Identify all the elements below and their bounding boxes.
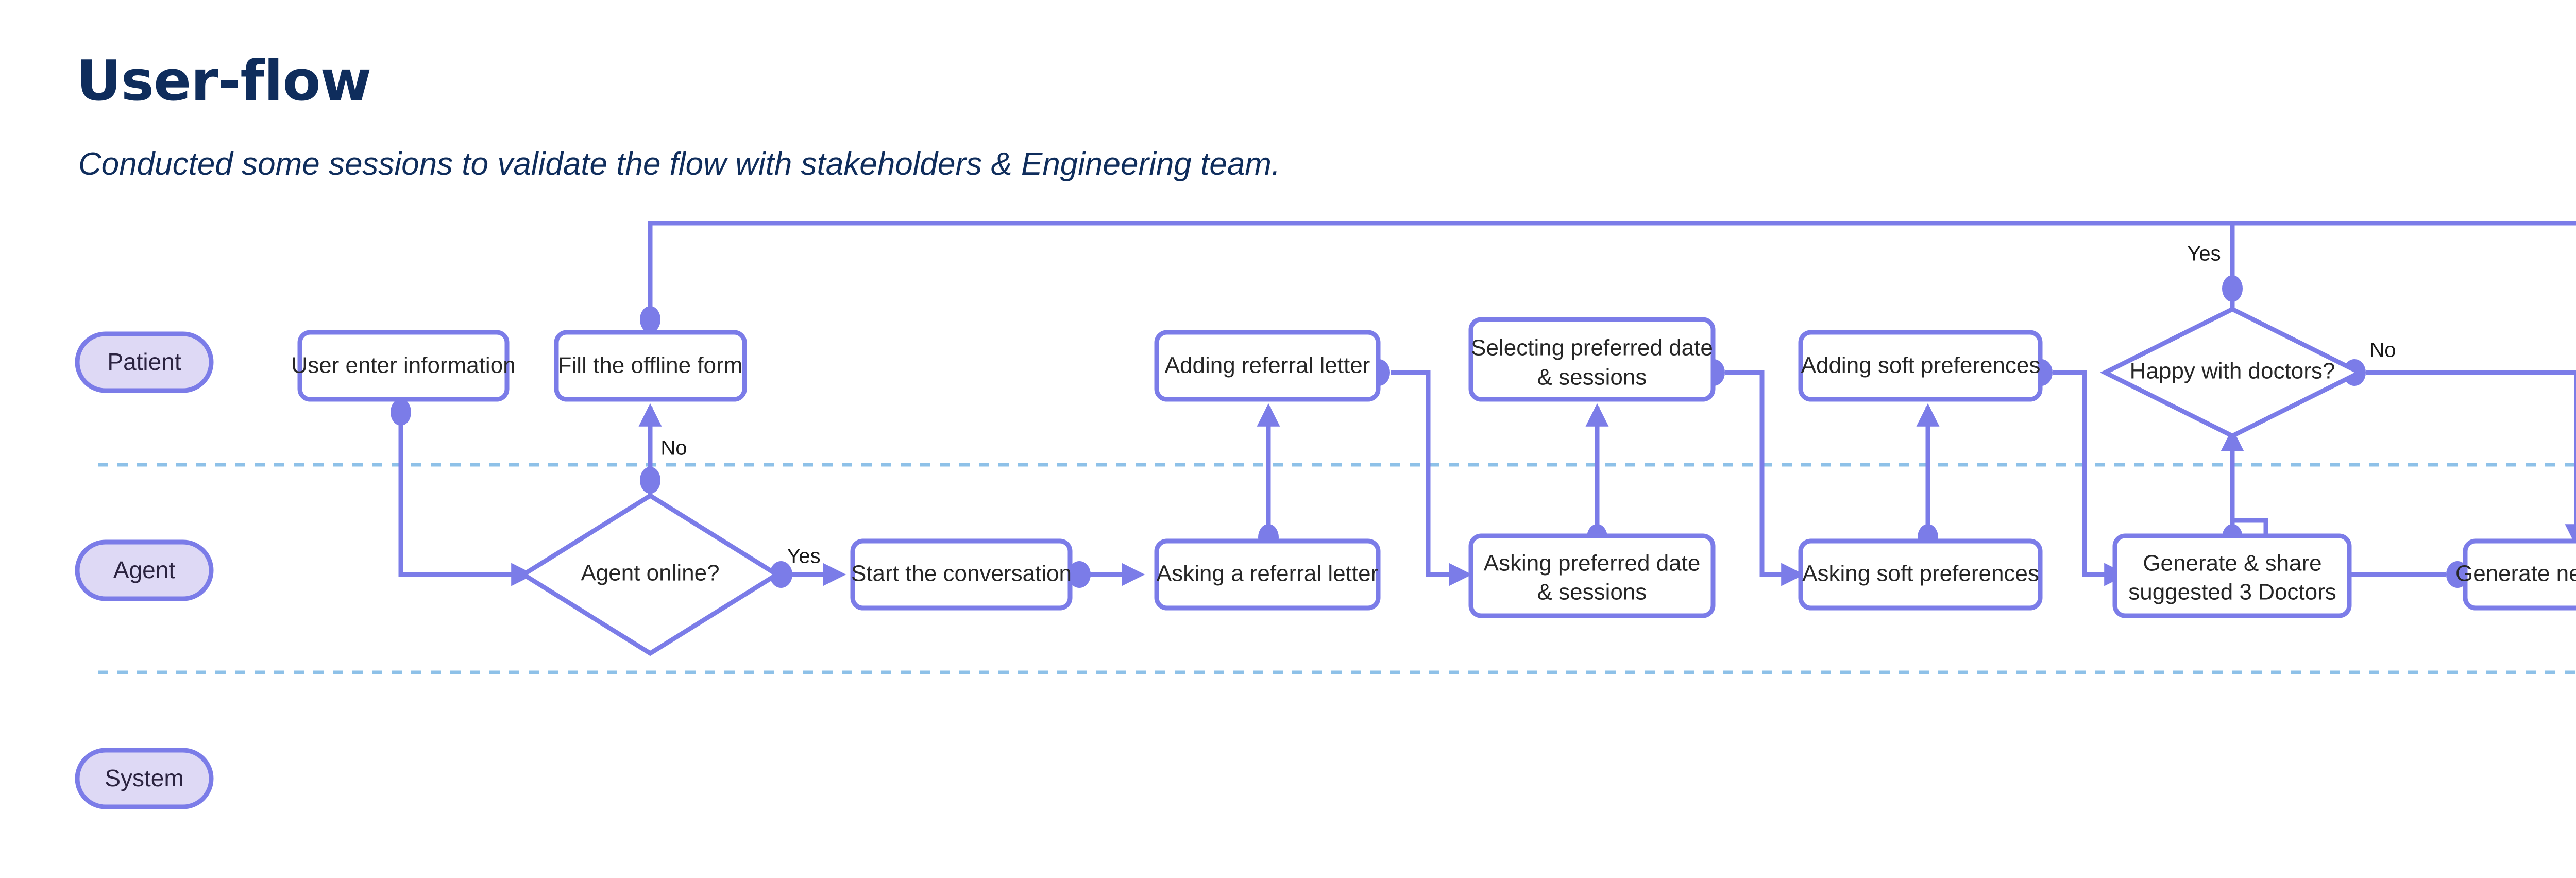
connector-dot-agent-online-no xyxy=(640,467,660,494)
node-selecting-preferred-date-sessions-label-line1: Selecting preferred date xyxy=(1471,335,1713,361)
node-asking-preferred-date-sessions-label-line2: & sessions xyxy=(1537,580,1647,605)
node-asking-preferred-date-sessions[interactable]: Asking preferred date & sessions xyxy=(1468,533,1716,618)
edge-adding-soft-pref-to-generate-share-doctors xyxy=(2053,370,2128,586)
node-user-enter-information[interactable]: User enter information xyxy=(291,330,516,402)
swimlane-pill-agent-label: Agent xyxy=(113,556,175,583)
node-generate-share-suggested-3-doctors[interactable]: Generate & share suggested 3 Doctors xyxy=(2112,533,2352,618)
node-agent-online-label: Agent online? xyxy=(581,561,719,586)
node-asking-a-referral-letter-label: Asking a referral letter xyxy=(1157,561,1378,586)
node-fill-the-offline-form-shape xyxy=(554,330,747,402)
node-adding-soft-preferences[interactable]: Adding soft preferences xyxy=(1798,330,2043,402)
node-user-enter-information-shape xyxy=(297,330,510,402)
node-adding-referral-letter-label: Adding referral letter xyxy=(1165,353,1370,378)
swimlane-dividers xyxy=(98,463,2576,674)
node-agent-online[interactable]: Agent online? xyxy=(519,493,782,656)
edge-label-happy-yes: Yes xyxy=(2187,243,2221,265)
node-start-the-conversation-shape xyxy=(850,538,1073,611)
node-fill-the-offline-form-label: Fill the offline form xyxy=(558,353,743,378)
edge-selecting-preferred-date-to-asking-soft-pref xyxy=(1725,370,1805,586)
node-asking-a-referral-letter-shape xyxy=(1154,538,1381,611)
node-asking-soft-preferences[interactable]: Asking soft preferences xyxy=(1798,538,2043,611)
node-user-enter-information-label: User enter information xyxy=(291,353,515,378)
edge-label-agent-online-yes: Yes xyxy=(787,545,820,568)
node-adding-soft-preferences-label: Adding soft preferences xyxy=(1801,353,2041,378)
edge-happy-no-to-generate-next-doctors xyxy=(2366,370,2576,548)
swimlane-pill-patient-shape xyxy=(75,331,214,393)
swimlane-pill-agent[interactable]: Agent xyxy=(75,539,214,601)
edge-label-agent-online-no: No xyxy=(660,437,687,460)
node-happy-with-doctors-shape xyxy=(2099,306,2365,439)
edge-label-happy-no: No xyxy=(2369,339,2396,362)
connector-dot-user-info-out xyxy=(391,399,411,426)
edges-layer xyxy=(391,221,2576,588)
node-selecting-preferred-date-sessions-shape xyxy=(1468,317,1716,402)
edge-user-info-to-agent-online xyxy=(398,382,535,586)
node-agent-online-shape xyxy=(519,493,782,656)
node-asking-preferred-date-sessions-label-line1: Asking preferred date xyxy=(1484,551,1701,576)
node-happy-with-doctors[interactable]: Happy with doctors? xyxy=(2099,306,2365,439)
node-start-the-conversation[interactable]: Start the conversation xyxy=(850,538,1073,611)
swimlane-pill-system[interactable]: System xyxy=(75,748,214,809)
swimlane-pill-system-shape xyxy=(75,748,214,809)
swimlane-pill-system-label: System xyxy=(105,765,183,791)
node-fill-the-offline-form[interactable]: Fill the offline form xyxy=(554,330,747,402)
node-asking-a-referral-letter[interactable]: Asking a referral letter xyxy=(1154,538,1381,611)
node-generate-next-3-doctors[interactable]: Generate next 3 doctors xyxy=(2455,538,2576,611)
node-asking-soft-preferences-label: Asking soft preferences xyxy=(1802,561,2039,586)
node-generate-share-suggested-3-doctors-shape xyxy=(2112,533,2352,618)
connector-dot-offline-form-top xyxy=(640,306,660,333)
node-happy-with-doctors-label: Happy with doctors? xyxy=(2130,359,2335,384)
connector-dot-start-conversation-out xyxy=(1068,561,1091,588)
edge-labels-layer: No Yes Yes No xyxy=(660,243,2396,568)
connector-dot-happy-yes xyxy=(2222,275,2243,302)
node-start-the-conversation-label: Start the conversation xyxy=(851,561,1072,586)
node-asking-preferred-date-sessions-shape xyxy=(1468,533,1716,618)
node-adding-soft-preferences-shape xyxy=(1798,330,2043,402)
page-subtitle: Conducted some sessions to validate the … xyxy=(78,146,1281,182)
node-generate-next-3-doctors-shape xyxy=(2463,538,2576,611)
swimlane-pill-patient[interactable]: Patient xyxy=(75,331,214,393)
edge-offline-form-to-system-ref xyxy=(648,221,2576,341)
node-adding-referral-letter-shape xyxy=(1154,330,1381,402)
edge-adding-referral-to-asking-preferred-date xyxy=(1391,370,1472,586)
node-generate-next-3-doctors-label: Generate next 3 doctors xyxy=(2455,561,2576,586)
node-selecting-preferred-date-sessions[interactable]: Selecting preferred date & sessions xyxy=(1468,317,1716,402)
swimlane-pill-agent-shape xyxy=(75,539,214,601)
node-generate-share-suggested-3-doctors-label-line2: suggested 3 Doctors xyxy=(2128,580,2336,605)
node-generate-share-suggested-3-doctors-label-line1: Generate & share xyxy=(2143,551,2321,576)
node-selecting-preferred-date-sessions-label-line2: & sessions xyxy=(1537,365,1647,390)
node-adding-referral-letter[interactable]: Adding referral letter xyxy=(1154,330,1381,402)
swimlane-pill-patient-label: Patient xyxy=(107,348,181,375)
page-title: User-flow xyxy=(76,49,371,113)
node-asking-soft-preferences-shape xyxy=(1798,538,2043,611)
